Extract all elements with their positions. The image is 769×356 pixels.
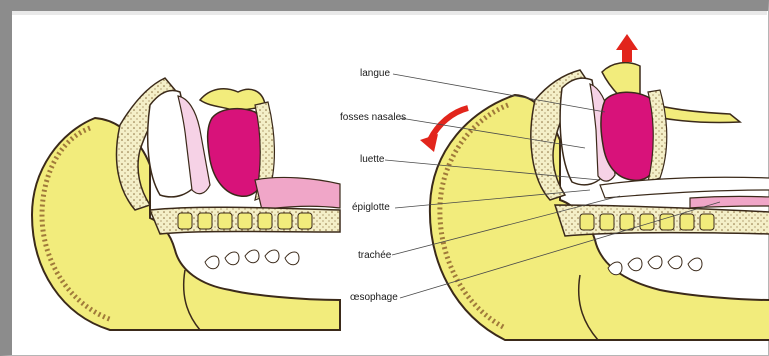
label-epiglotte: épiglotte (352, 202, 390, 213)
right-cervical-bones (608, 256, 702, 275)
label-luette: luette (360, 154, 385, 165)
label-langue: langue (360, 68, 390, 79)
label-fosses-nasales: fosses nasales (340, 112, 406, 123)
left-head-section (32, 78, 340, 330)
right-esophagus (690, 196, 769, 208)
left-vertebrae-marks (178, 213, 312, 229)
right-vertebrae-marks (580, 214, 714, 230)
label-oesophage: œsophage (350, 292, 398, 303)
left-pharynx-band (255, 177, 340, 210)
right-airway (600, 177, 769, 198)
label-trachee: trachée (358, 250, 392, 261)
red-up-arrow-icon (616, 34, 638, 62)
left-cervical-bones (205, 250, 299, 269)
